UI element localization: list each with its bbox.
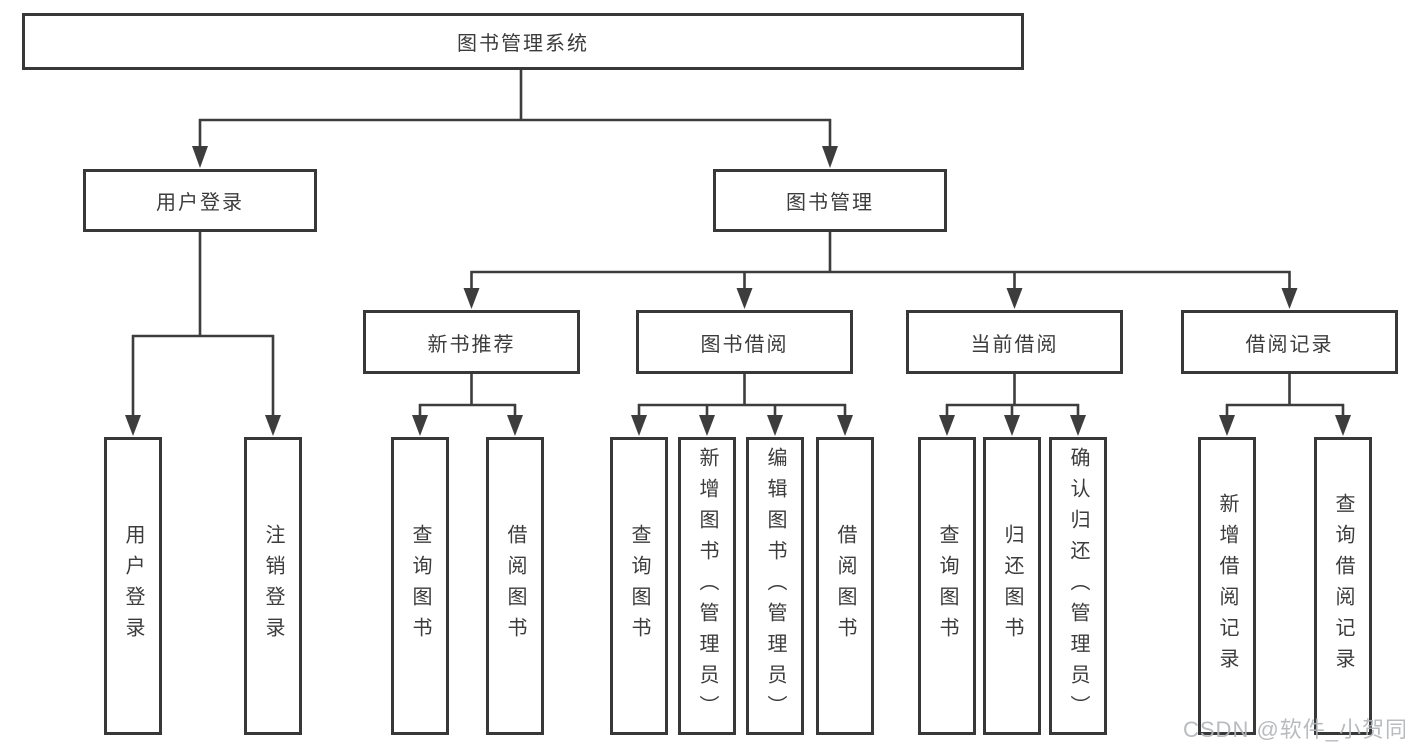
leaf-query-books-recommend-label: 查询图书 — [409, 524, 431, 648]
leaf-add-books-admin: 新增图书（管理员） — [678, 437, 736, 735]
leaf-borrow-books: 借阅图书 — [816, 437, 874, 735]
leaf-edit-books-admin: 编辑图书（管理员） — [746, 437, 804, 735]
leaf-return-books-label: 归还图书 — [1001, 524, 1023, 648]
node-new-book-recommend: 新书推荐 — [363, 310, 580, 374]
leaf-borrow-books-label: 借阅图书 — [834, 524, 856, 648]
leaf-borrow-books-recommend-label: 借阅图书 — [504, 524, 526, 648]
leaf-user-login: 用户登录 — [104, 437, 162, 735]
node-borrow-records-label: 借阅记录 — [1245, 333, 1334, 356]
leaf-query-books-borrow: 查询图书 — [610, 437, 668, 735]
node-borrow-records: 借阅记录 — [1181, 310, 1398, 374]
node-current-borrow: 当前借阅 — [906, 310, 1123, 374]
leaf-query-books-current-label: 查询图书 — [936, 524, 958, 648]
leaf-confirm-return-admin: 确认归还（管理员） — [1049, 437, 1107, 735]
leaf-return-books: 归还图书 — [983, 437, 1041, 735]
leaf-query-borrow-record: 查询借阅记录 — [1314, 437, 1372, 735]
node-current-borrow-label: 当前借阅 — [970, 333, 1059, 356]
leaf-borrow-books-recommend: 借阅图书 — [486, 437, 544, 735]
node-root: 图书管理系统 — [22, 13, 1024, 70]
leaf-query-books-borrow-label: 查询图书 — [628, 524, 650, 648]
node-book-management: 图书管理 — [713, 169, 947, 232]
arrowhead-icons — [125, 146, 1351, 436]
node-book-management-label: 图书管理 — [786, 192, 874, 214]
node-root-label: 图书管理系统 — [457, 33, 589, 55]
leaf-query-books-current: 查询图书 — [918, 437, 976, 735]
leaf-edit-books-admin-label: 编辑图书（管理员） — [764, 446, 786, 726]
node-user-login-label: 用户登录 — [156, 192, 244, 214]
leaf-add-books-admin-label: 新增图书（管理员） — [696, 446, 718, 726]
node-user-login: 用户登录 — [83, 169, 317, 232]
leaf-add-borrow-record-label: 新增借阅记录 — [1216, 493, 1238, 679]
node-book-borrow: 图书借阅 — [636, 310, 853, 374]
leaf-logout: 注销登录 — [244, 437, 302, 735]
leaf-logout-label: 注销登录 — [262, 524, 284, 648]
leaf-query-borrow-record-label: 查询借阅记录 — [1332, 493, 1354, 679]
leaf-query-books-recommend: 查询图书 — [391, 437, 449, 735]
node-book-borrow-label: 图书借阅 — [700, 333, 789, 356]
leaf-user-login-label: 用户登录 — [122, 524, 144, 648]
node-new-book-recommend-label: 新书推荐 — [427, 333, 516, 356]
leaf-confirm-return-admin-label: 确认归还（管理员） — [1067, 446, 1089, 726]
csdn-watermark: CSDN @软件_小贺同学 — [1183, 717, 1405, 742]
leaf-add-borrow-record: 新增借阅记录 — [1198, 437, 1256, 735]
